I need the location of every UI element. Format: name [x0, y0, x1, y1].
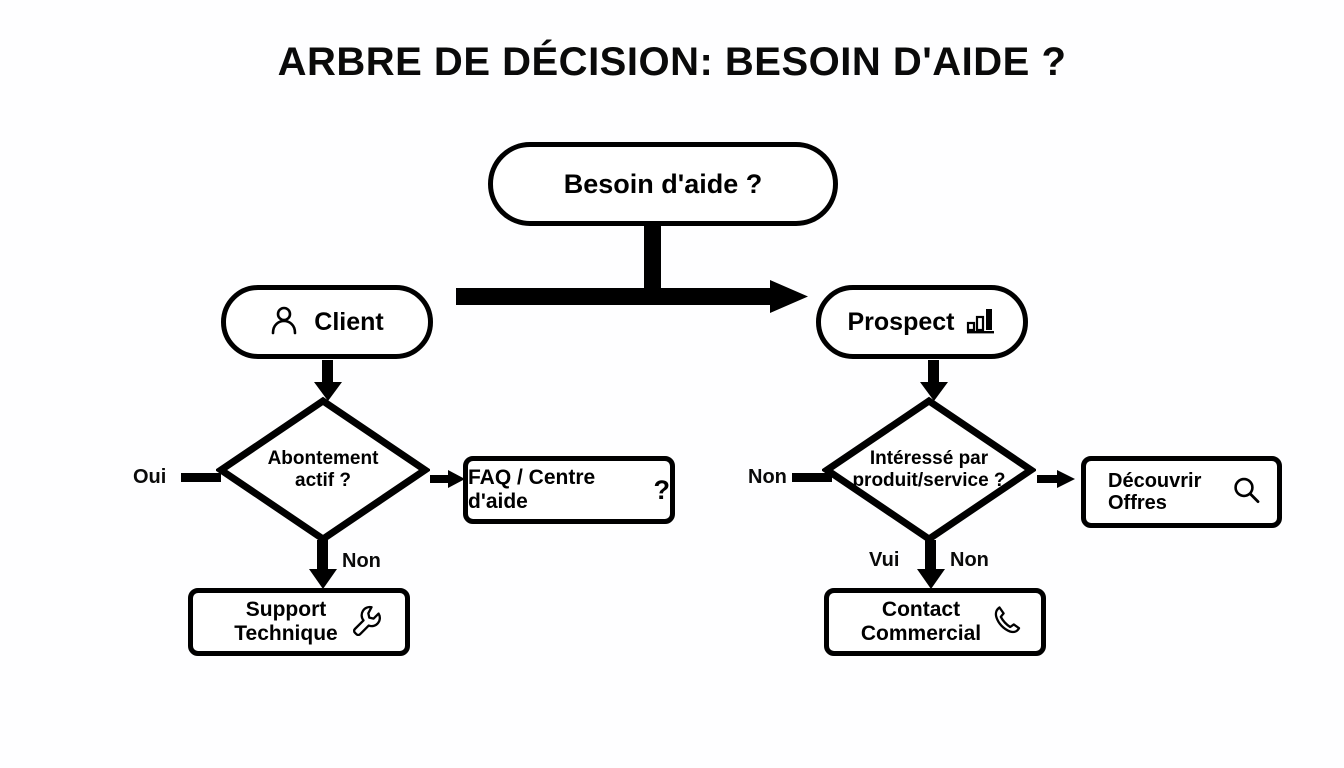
user-icon: [270, 305, 298, 340]
connector-non-right: [792, 472, 834, 484]
phone-icon: [991, 604, 1023, 641]
edge-label-non-left: Non: [342, 550, 381, 572]
connector-decision-to-offres: [1037, 468, 1077, 490]
wrench-icon: [351, 604, 383, 641]
edge-label-non-right: Non: [748, 466, 787, 488]
page-title: ARBRE DE DÉCISION: BESOIN D'AIDE ?: [277, 40, 1067, 84]
node-contact-label: Contact Commercial: [860, 598, 982, 645]
edge-label-vui-right: Vui: [869, 549, 900, 571]
question-mark-icon: ?: [653, 474, 671, 505]
connector-decision-to-faq: [430, 468, 466, 490]
node-root-label: Besoin d'aide ?: [563, 168, 763, 199]
node-offres[interactable]: Découvrir Offres: [1081, 456, 1282, 528]
edge-label-oui-left: Oui: [133, 466, 167, 488]
node-root[interactable]: Besoin d'aide ?: [488, 142, 838, 226]
search-icon: [1231, 475, 1261, 510]
node-support[interactable]: Support Technique: [188, 588, 410, 656]
node-decision-right[interactable]: Intéressé par produit/service ?: [822, 396, 1036, 544]
node-client-label: Client: [314, 308, 384, 336]
connector-root-split: [440, 226, 820, 336]
connector-decision-to-support: [305, 540, 341, 590]
node-prospect[interactable]: Prospect: [816, 285, 1028, 359]
node-faq-label: FAQ / Centre d'aide: [468, 466, 596, 513]
connector-decision-to-contact: [913, 540, 949, 590]
node-faq[interactable]: FAQ / Centre d'aide ?: [463, 456, 675, 524]
node-decision-left-label: Abontement actif ?: [267, 448, 379, 491]
bar-chart-icon: [966, 306, 996, 339]
connector-oui-left: [181, 472, 223, 484]
node-decision-right-label: Intéressé par produit/service ?: [852, 448, 1006, 491]
node-support-label: Support Technique: [234, 598, 338, 645]
node-contact[interactable]: Contact Commercial: [824, 588, 1046, 656]
node-client[interactable]: Client: [221, 285, 433, 359]
node-prospect-label: Prospect: [847, 308, 955, 336]
connector-client-to-decision: [310, 360, 346, 402]
connector-prospect-to-decision: [916, 360, 952, 402]
edge-label-non-right-2: Non: [950, 549, 989, 571]
node-decision-left[interactable]: Abontement actif ?: [216, 396, 430, 544]
node-offres-label: Découvrir Offres: [1108, 469, 1202, 514]
